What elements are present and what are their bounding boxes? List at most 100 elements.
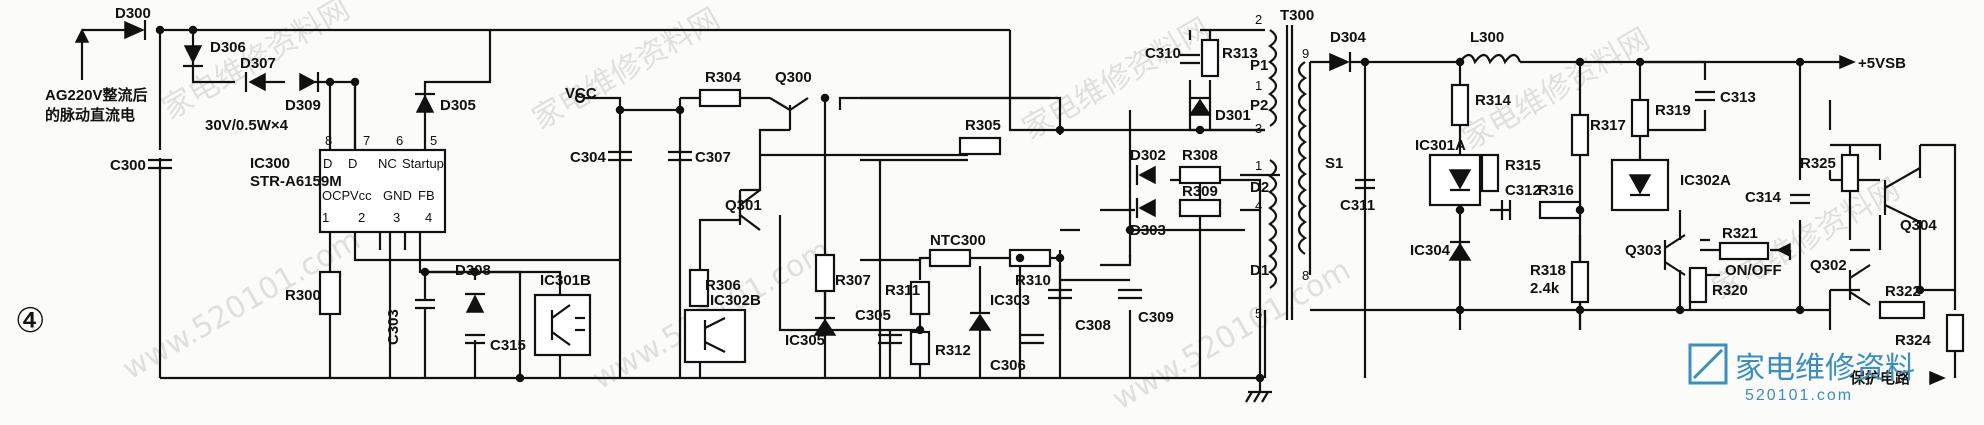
label-d308: D308 — [455, 262, 491, 279]
capacitor-c307 — [668, 150, 692, 162]
optocoupler-ic301b — [533, 293, 592, 357]
labels: AG220V整流后 的脉动直流电 30V/0.5W×4 ④ D300 D306 … — [15, 5, 1937, 387]
label-q303: Q303 — [1625, 242, 1662, 259]
label-c311: C311 — [1340, 197, 1375, 214]
winding-p2: P2 — [1250, 97, 1268, 114]
label-r321: R321 — [1722, 225, 1758, 242]
ic300-pin6: 6 — [396, 133, 403, 148]
transistor-q300 — [769, 97, 809, 130]
capacitor-c309 — [1118, 288, 1142, 300]
label-r322: R322 — [1885, 283, 1921, 300]
output-label: +5VSB — [1858, 55, 1906, 72]
label-d307: D307 — [240, 55, 276, 72]
watermark-text: www.520101.com — [1107, 252, 1357, 417]
resistor-r305 — [958, 136, 1002, 156]
resistor-r325 — [1840, 153, 1860, 193]
label-c308: C308 — [1075, 317, 1111, 334]
resistor-r300 — [318, 270, 342, 316]
label-c300: C300 — [110, 157, 146, 174]
diode-note: 30V/0.5W×4 — [205, 117, 289, 134]
label-r310: R310 — [1015, 272, 1051, 289]
winding-d1: D1 — [1250, 262, 1269, 279]
label-d303: D303 — [1130, 222, 1166, 239]
t300-pin1b: 1 — [1255, 158, 1262, 173]
label-r315: R315 — [1505, 157, 1541, 174]
transistor-q303 — [1663, 234, 1686, 276]
resistor-r321 — [1718, 241, 1770, 261]
label-c313: C313 — [1720, 89, 1756, 106]
capacitor-c303 — [415, 272, 435, 378]
junction-dots — [155, 25, 1925, 383]
r318-value: 2.4k — [1530, 280, 1560, 297]
capacitor-c311 — [1355, 178, 1375, 190]
capacitor-c312 — [1500, 200, 1512, 220]
t300-pin4: 4 — [1255, 198, 1262, 213]
ic300-pin6-name: NC — [378, 156, 397, 171]
label-r312: R312 — [935, 342, 971, 359]
resistor-r317 — [1570, 113, 1590, 157]
label-r309: R309 — [1182, 183, 1218, 200]
label-q301: Q301 — [725, 197, 762, 214]
label-c310: C310 — [1145, 45, 1181, 62]
capacitor-c315 — [465, 333, 485, 345]
resistor-r314 — [1450, 83, 1470, 127]
label-r305: R305 — [965, 117, 1001, 134]
ic300-pin4-name: FB — [418, 188, 435, 203]
label-r320: R320 — [1712, 282, 1748, 299]
input-arrow-icon — [74, 28, 90, 80]
ic300-pin8: 8 — [325, 133, 332, 148]
label-r316: R316 — [1538, 182, 1574, 199]
ic300-pin5-name: Startup — [402, 156, 444, 171]
label-r307: R307 — [835, 272, 871, 289]
inductor-l300 — [1459, 53, 1522, 65]
ic300-name: IC300 — [250, 155, 290, 172]
label-t300: T300 — [1280, 7, 1314, 24]
label-r325: R325 — [1800, 155, 1836, 172]
label-c303: C303 — [385, 309, 402, 345]
resistor-r313 — [1200, 38, 1220, 78]
ic300-pin2-name: Vcc — [350, 188, 372, 203]
diode-d301 — [1188, 96, 1212, 116]
on-off-label: ON/OFF — [1725, 262, 1782, 279]
diode-d305 — [415, 92, 435, 113]
label-ntc300: NTC300 — [930, 232, 986, 249]
diode-d303 — [1135, 198, 1156, 218]
regulator-ic303 — [968, 266, 992, 378]
ic300-pin3: 3 — [393, 210, 400, 225]
vcc-label: VCC — [565, 85, 597, 102]
t300-pin8: 8 — [1302, 268, 1309, 283]
transistor-q304 — [1883, 167, 1921, 223]
ic300-pin1: 1 — [322, 210, 329, 225]
label-r306: R306 — [705, 277, 741, 294]
label-d304: D304 — [1330, 29, 1367, 46]
optocoupler-ic302b — [683, 308, 747, 364]
regulator-ic305 — [813, 290, 837, 378]
diode-d302 — [1135, 165, 1156, 185]
capacitor-c304 — [608, 150, 632, 162]
ic300-pin5: 5 — [430, 133, 437, 148]
thermistor-ntc300 — [928, 248, 972, 268]
capacitor-c300 — [148, 150, 172, 170]
label-r317: R317 — [1590, 117, 1626, 134]
watermark-text: 家电维修资料网 — [527, 2, 726, 137]
label-c315: C315 — [490, 337, 526, 354]
label-c307: C307 — [695, 149, 731, 166]
label-r308: R308 — [1182, 147, 1218, 164]
diode-d306 — [183, 45, 203, 68]
label-ic303: IC303 — [990, 292, 1030, 309]
resistor-r322 — [1878, 300, 1926, 320]
resistor-r324 — [1945, 313, 1965, 353]
label-ic302a: IC302A — [1680, 172, 1731, 189]
winding-d2: D2 — [1250, 179, 1269, 196]
on-off-arrow-icon — [1776, 242, 1791, 258]
label-c304: C304 — [570, 149, 607, 166]
label-r324: R324 — [1895, 332, 1932, 349]
logo-url: 520101.com — [1745, 387, 1853, 404]
label-r319: R319 — [1655, 102, 1691, 119]
protection-arrow-icon — [1929, 370, 1946, 386]
transistor-q302 — [1848, 264, 1871, 306]
input-label-line1: AG220V整流后 — [45, 86, 148, 104]
capacitor-c313 — [1695, 90, 1715, 102]
t300-pin3: 3 — [1255, 121, 1262, 136]
label-d300: D300 — [115, 5, 151, 22]
